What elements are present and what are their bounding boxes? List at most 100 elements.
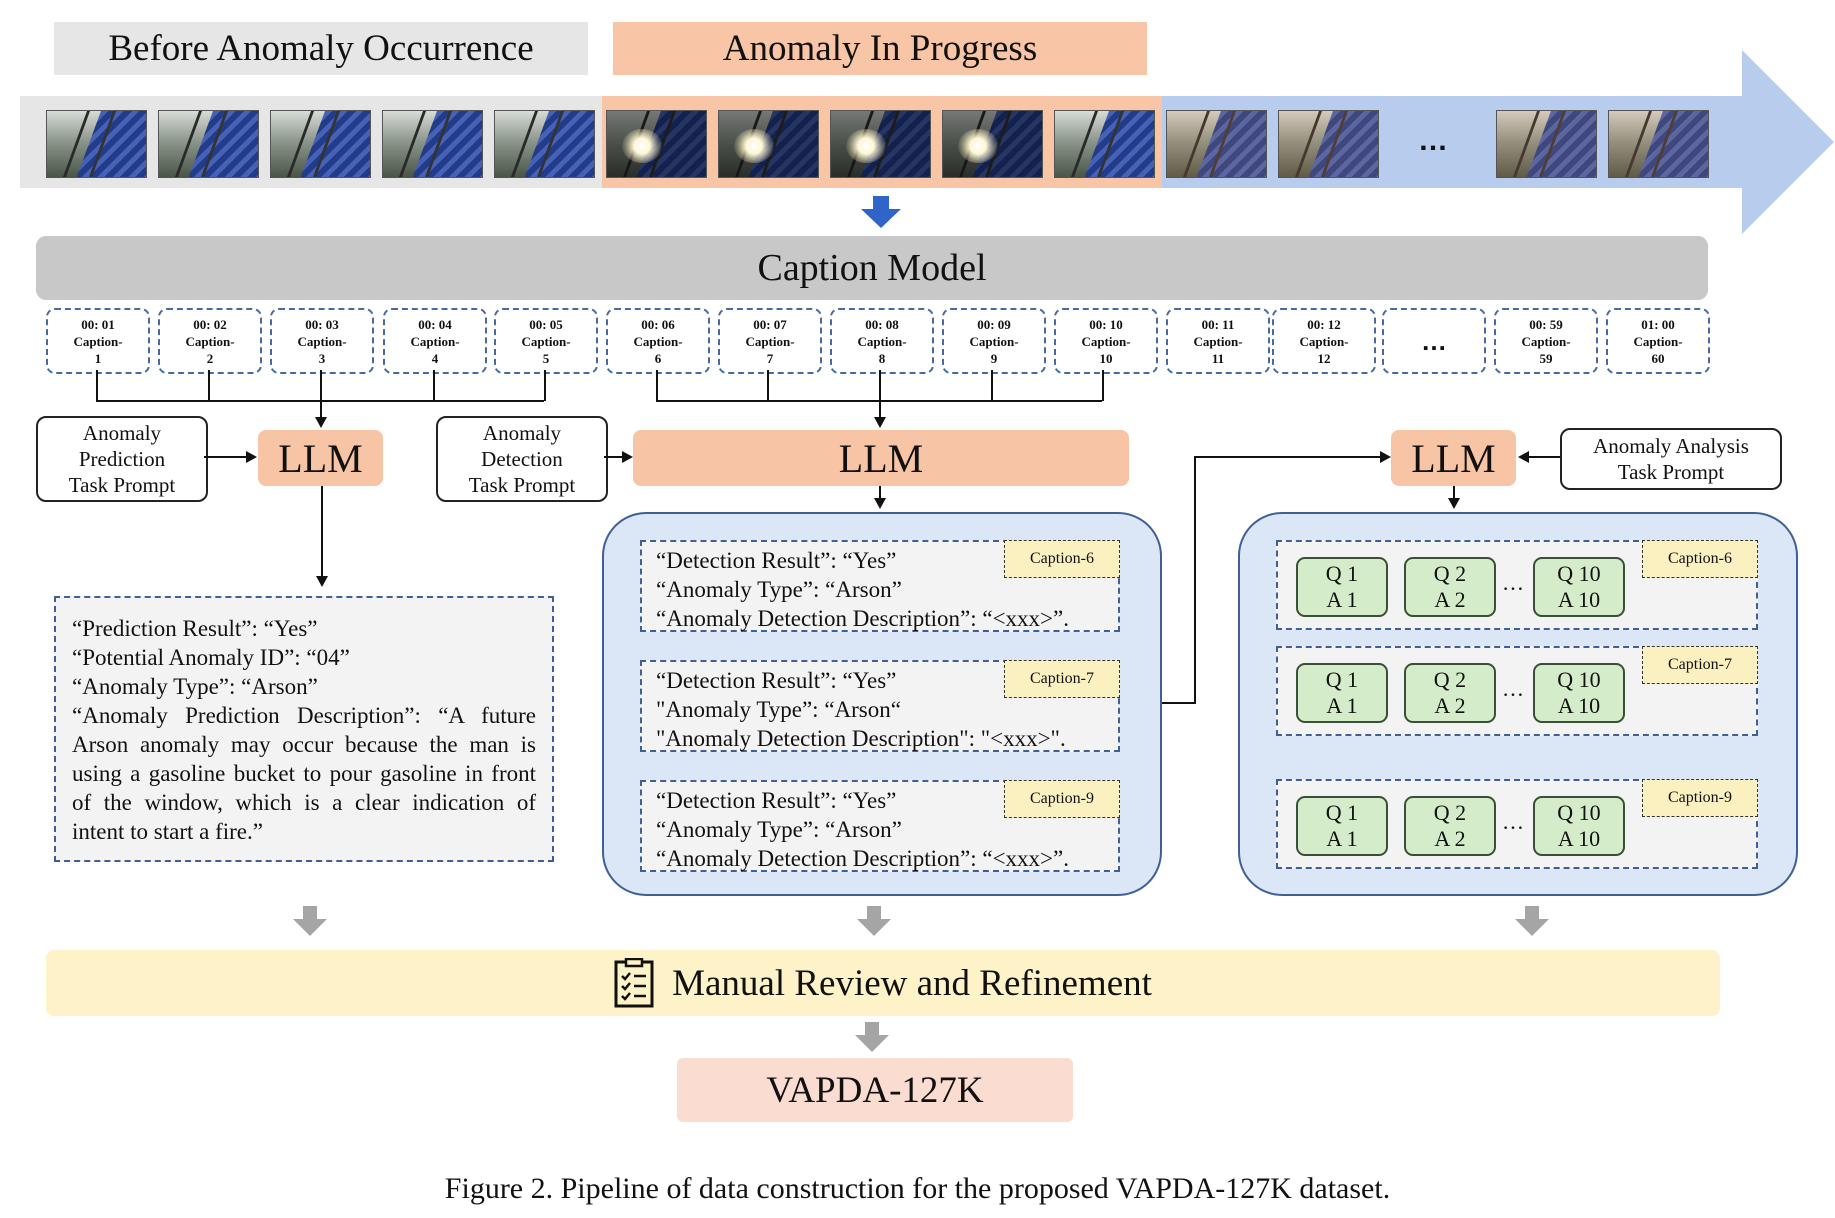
arrowhead-analysis-prompt (1518, 451, 1529, 463)
qa-question: Q 10 (1557, 561, 1601, 586)
caption-num: 4 (431, 350, 439, 366)
prediction-description-line: “Anomaly Prediction Description”: “A fut… (72, 703, 536, 844)
qa-question: Q 2 (1433, 561, 1467, 586)
llm-analysis: LLM (1391, 430, 1516, 486)
qa-question: Q 10 (1557, 800, 1601, 825)
dataset-text: VAPDA-127K (766, 1069, 984, 1111)
qa-answer: A 1 (1326, 587, 1358, 612)
connector-llm3-panel (1453, 486, 1455, 500)
detection-line: "Anomaly Detection Description": "<xxx>"… (656, 726, 1066, 751)
video-frame (1608, 110, 1709, 178)
connector-group1-v3 (320, 370, 322, 426)
prediction-prompt-line1: Anomaly (82, 421, 162, 445)
gray-arrow-2-icon (857, 906, 891, 936)
qa-ellipsis: … (1502, 570, 1524, 595)
caption-time: 00: 01 (81, 316, 115, 332)
detection-line: “Anomaly Type”: “Arson” (656, 577, 902, 602)
phase-before-text: Before Anomaly Occurrence (108, 28, 534, 69)
caption-num: 6 (654, 350, 662, 366)
caption-label: Caption- (410, 333, 460, 349)
figure-caption: Figure 2. Pipeline of data construction … (444, 1172, 1391, 1205)
frame-layer (845, 129, 886, 164)
caption-num: 60 (1651, 350, 1665, 366)
detection-prompt-line1: Anomaly (482, 421, 562, 445)
detection-caption-tag: Caption-6 (1004, 540, 1120, 578)
video-frame (494, 110, 595, 178)
qa-answer: A 1 (1326, 693, 1358, 718)
connector-group1-v1 (96, 370, 98, 401)
caption-num: 8 (878, 350, 886, 366)
detection-line: “Anomaly Detection Description”: “<xxx>”… (656, 606, 1069, 631)
arrow-analysis-prompt-line (1528, 456, 1560, 458)
caption-num: 7 (766, 350, 774, 366)
caption-label: Caption- (745, 333, 795, 349)
caption-label: Caption- (1081, 333, 1131, 349)
video-frame (1054, 110, 1155, 178)
connector-panel-h (1158, 702, 1196, 704)
caption-label: Caption- (73, 333, 123, 349)
video-frame (270, 110, 371, 178)
analysis-caption-tag: Caption-9 (1642, 779, 1758, 817)
caption-label: Caption- (1193, 333, 1243, 349)
qa-question: Q 2 (1433, 667, 1467, 692)
qa-question: Q 10 (1557, 667, 1601, 692)
frame-layer (1279, 111, 1378, 177)
phase-during-label: Anomaly In Progress (613, 22, 1147, 75)
caption-time: 00: 04 (418, 316, 452, 332)
caption-num: 2 (206, 350, 214, 366)
phase-during-text: Anomaly In Progress (722, 28, 1038, 69)
caption-time: 00: 59 (1529, 316, 1563, 332)
phase-before-label: Before Anomaly Occurrence (54, 22, 588, 75)
analysis-prompt-line2: Task Prompt (1617, 460, 1725, 484)
connector-group2-v1 (656, 370, 658, 401)
detection-caption-tag: Caption-7 (1004, 660, 1120, 698)
down-arrow-icon (861, 196, 901, 228)
caption-time: 00: 10 (1089, 316, 1123, 332)
caption-label: Caption- (1299, 333, 1349, 349)
caption-label: Caption- (857, 333, 907, 349)
manual-review-band: Manual Review and Refinement (46, 950, 1720, 1016)
detection-line: "Anomaly Type”: “Arson“ (656, 697, 901, 722)
caption-time: 00: 07 (753, 316, 787, 332)
caption-num: 11 (1211, 350, 1225, 366)
manual-review-text: Manual Review and Refinement (672, 962, 1152, 1004)
connector-llm2-panel (879, 486, 881, 500)
caption-num: 3 (318, 350, 326, 366)
gray-arrow-4-icon (855, 1022, 889, 1052)
caption-time: 00: 11 (1201, 316, 1235, 332)
connector-llm1-output (321, 486, 323, 578)
caption-model-text: Caption Model (757, 247, 987, 289)
caption-label: Caption- (633, 333, 683, 349)
video-frame (942, 110, 1043, 178)
frame-layer (957, 129, 998, 164)
caption-label: Caption- (521, 333, 571, 349)
frame-layer (1167, 111, 1266, 177)
video-frame (1278, 110, 1379, 178)
qa-answer: A 2 (1434, 693, 1466, 718)
analysis-prompt-line1: Anomaly Analysis (1593, 434, 1749, 458)
caption-num: 9 (990, 350, 998, 366)
arrowhead-llm2 (874, 417, 886, 428)
caption-model-bar: Caption Model (36, 236, 1708, 300)
caption-ellipsis: … (1421, 325, 1447, 356)
qa-question: Q 2 (1433, 800, 1467, 825)
caption-label: Caption- (969, 333, 1019, 349)
connector-group2-v2 (767, 370, 769, 401)
qa-ellipsis: … (1502, 676, 1524, 701)
gray-arrow-1-icon (293, 906, 327, 936)
analysis-caption-tag: Caption-7 (1642, 646, 1758, 684)
llm-detection: LLM (633, 430, 1129, 486)
caption-num: 1 (94, 350, 102, 366)
arrowhead-prediction-prompt (246, 451, 257, 463)
